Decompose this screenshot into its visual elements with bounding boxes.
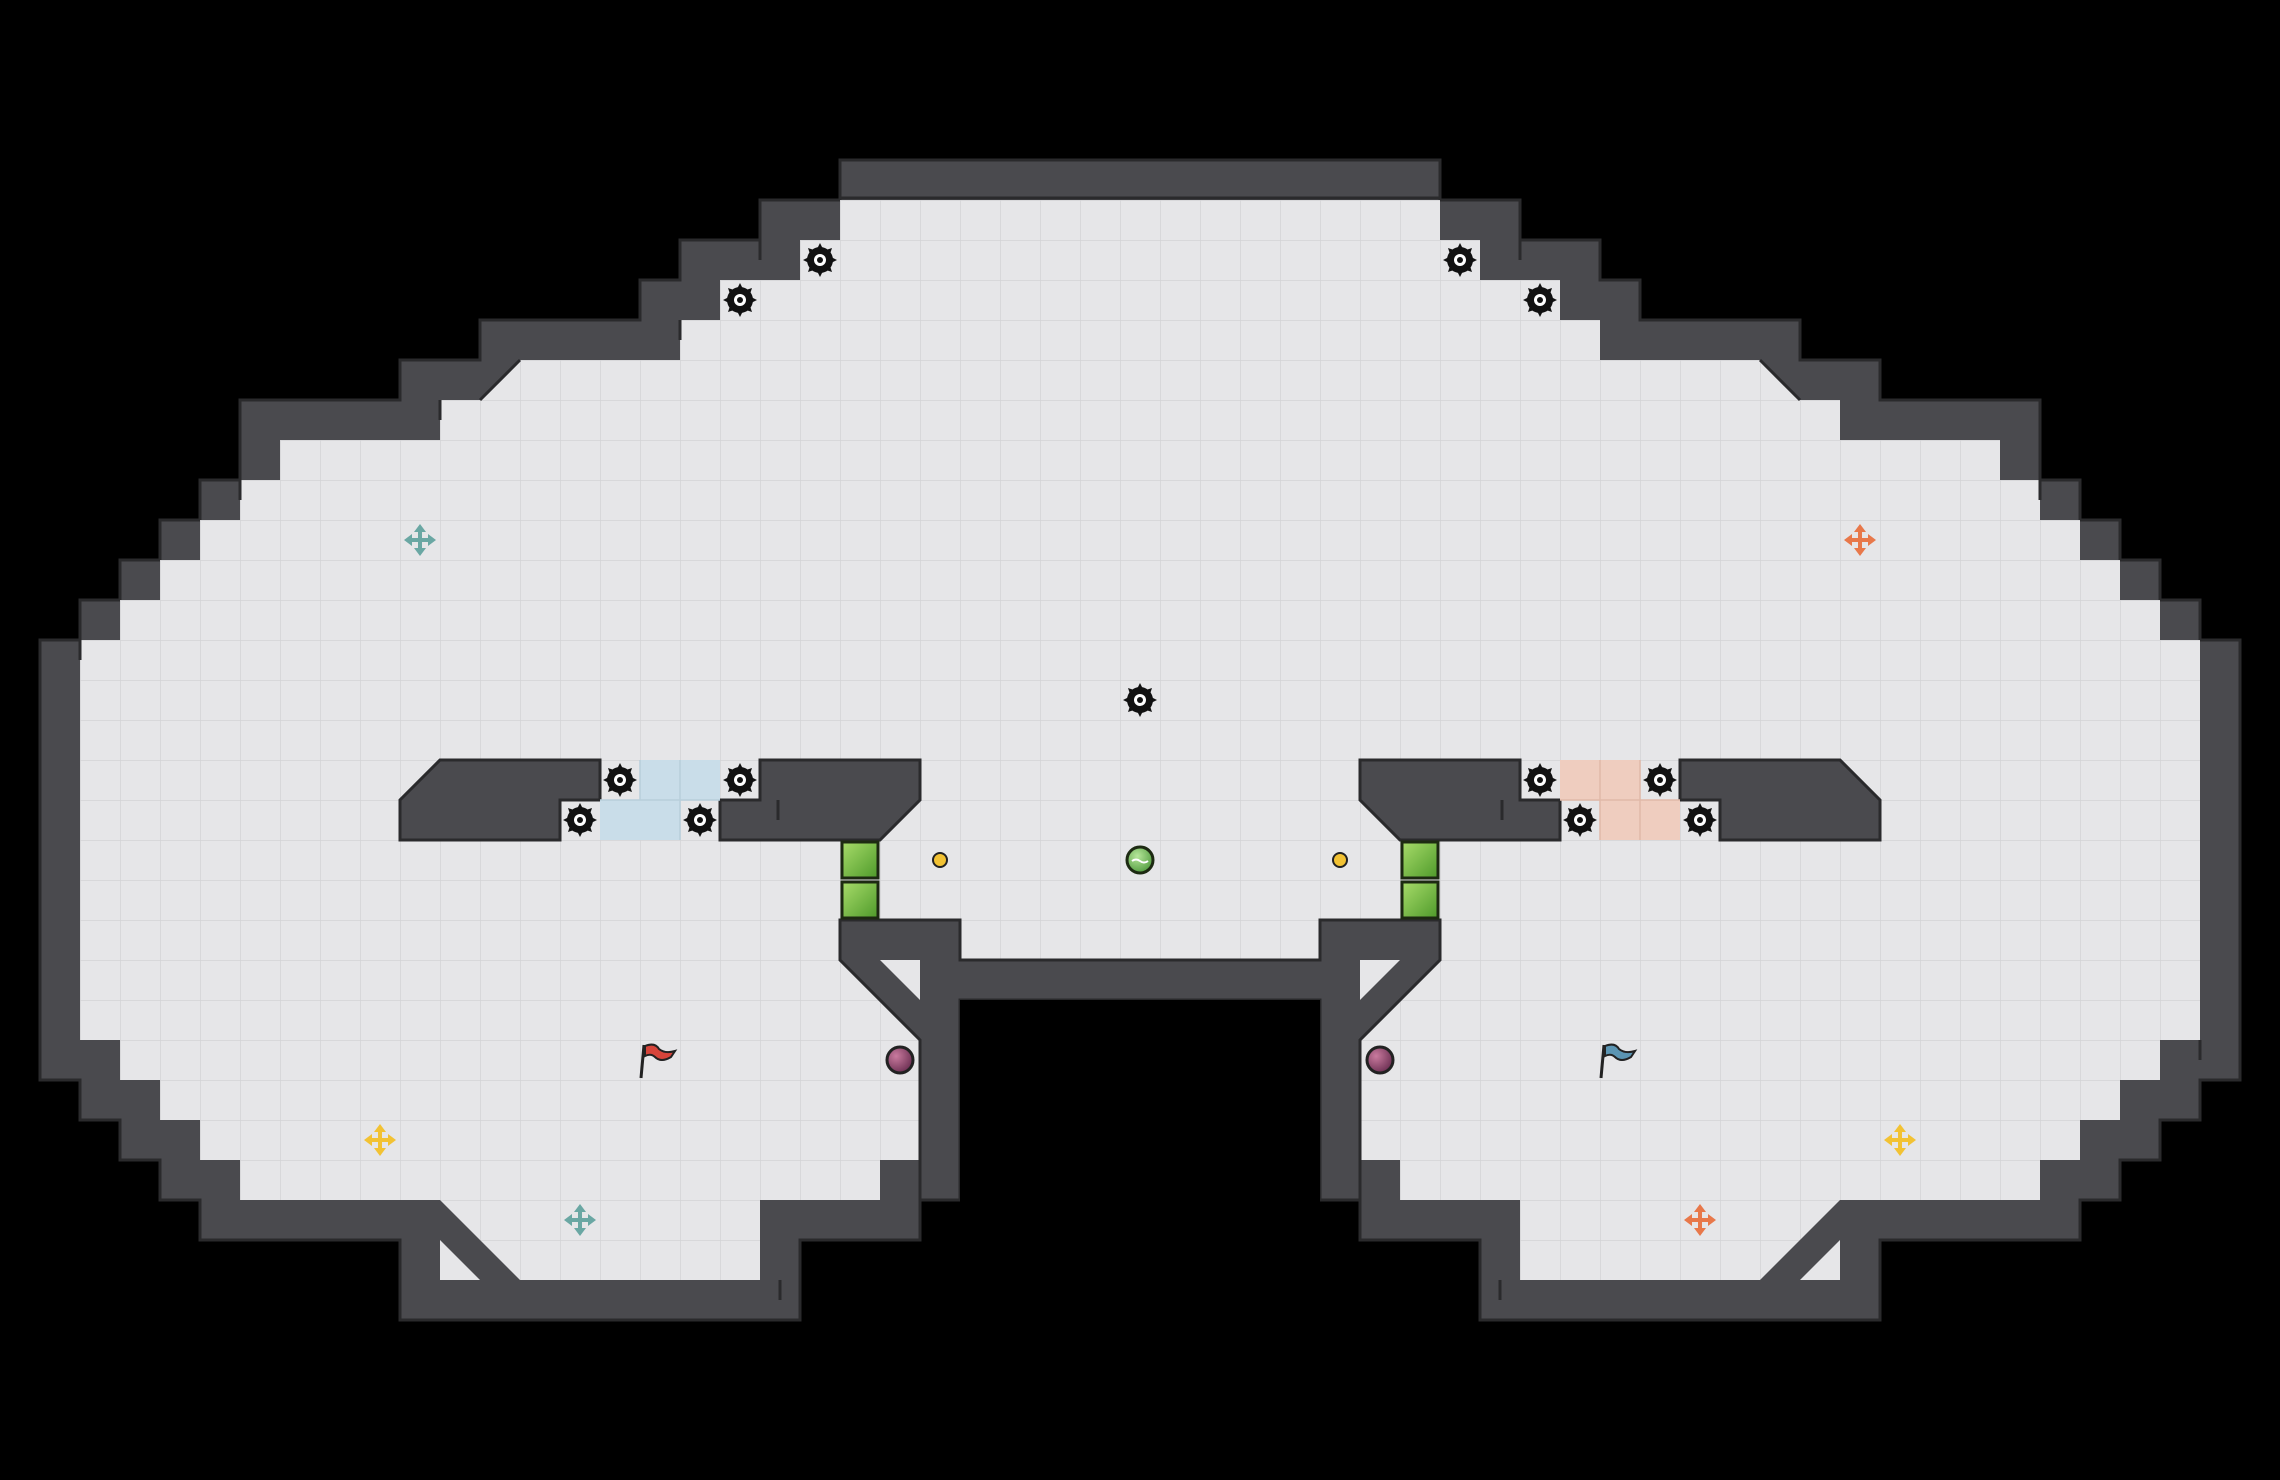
blue-flag-icon	[1599, 1043, 1638, 1079]
green-blocks	[840, 840, 1440, 920]
ball	[1125, 845, 1155, 875]
spike-icon	[563, 803, 597, 837]
spike-icon	[603, 763, 637, 797]
bomb-icon	[1365, 1045, 1395, 1075]
left-bottom-notch	[440, 1240, 480, 1280]
center-pit	[838, 918, 1442, 1300]
spike-icon	[1523, 283, 1557, 317]
spike-icon	[1643, 763, 1677, 797]
spike-icon	[723, 763, 757, 797]
spike-icon	[803, 243, 837, 277]
bomb-icon	[885, 1045, 915, 1075]
coins	[932, 852, 1348, 868]
spike-icon	[1683, 803, 1717, 837]
coin-icon	[932, 852, 948, 868]
wall-accents	[78, 240, 2202, 1300]
spike-icon	[1443, 243, 1477, 277]
right-platform	[1358, 758, 1882, 842]
spike-icon	[1123, 683, 1157, 717]
spike-icon	[1563, 803, 1597, 837]
left-platform	[398, 758, 922, 842]
red-flag-icon	[639, 1043, 678, 1079]
top-wall-cap	[838, 158, 1442, 200]
spike-icon	[723, 283, 757, 317]
coin-icon	[1332, 852, 1348, 868]
spike-icon	[1523, 763, 1557, 797]
bombs	[885, 1045, 1395, 1075]
right-bottom-notch	[1800, 1240, 1840, 1280]
floor-area	[80, 200, 2200, 1280]
spike-icon	[683, 803, 717, 837]
